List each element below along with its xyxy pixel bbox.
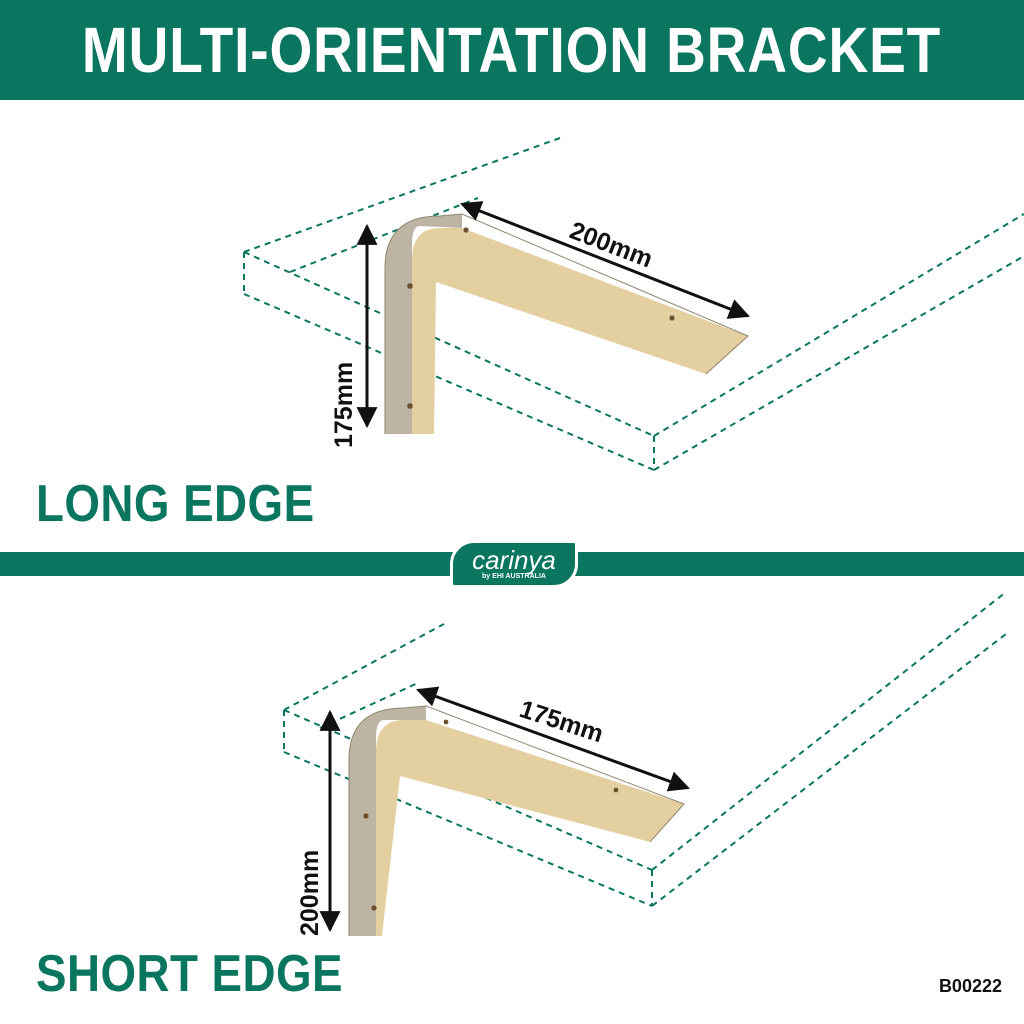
shelf-outline-long (243, 137, 1024, 471)
brand-tagline: by EHI AUSTRALIA (482, 572, 546, 580)
product-code: B00222 (938, 976, 1002, 996)
section-label-long-edge: LONG EDGE (36, 475, 315, 533)
dimension-label-arm-long: 200mm (566, 216, 656, 273)
brand-name: carinya (472, 544, 556, 575)
dimension-label-upright-short: 200mm (296, 850, 324, 936)
bracket-short (348, 705, 685, 936)
dimension-upright-short: 200mm (296, 709, 341, 936)
dimension-upright-long: 175mm (330, 223, 378, 448)
section-label-short-edge: SHORT EDGE (36, 945, 343, 1003)
dimension-label-upright-long: 175mm (330, 362, 358, 448)
header-banner: MULTI-ORIENTATION BRACKET (0, 0, 1024, 100)
brand-logo: carinya by EHI AUSTRALIA (450, 540, 578, 588)
page-title: MULTI-ORIENTATION BRACKET (82, 14, 942, 86)
bracket-long (384, 213, 749, 434)
dimension-label-arm-short: 175mm (516, 695, 607, 748)
